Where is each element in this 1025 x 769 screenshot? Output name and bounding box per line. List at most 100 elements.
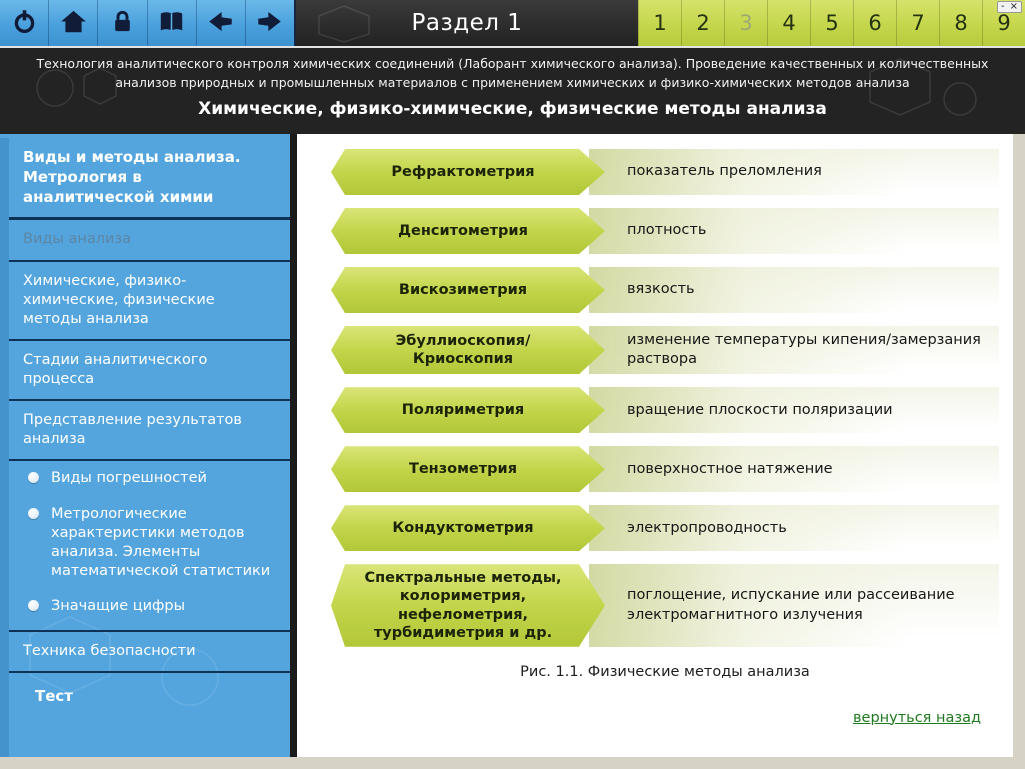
decorative-pattern bbox=[314, 4, 374, 44]
section-number[interactable]: 7 bbox=[896, 0, 939, 46]
page-header: Технология аналитического контроля химич… bbox=[0, 46, 1025, 134]
method-name: Денситометрия bbox=[398, 222, 528, 239]
power-icon bbox=[11, 8, 38, 39]
method-description-text: поверхностное натяжение bbox=[627, 460, 833, 477]
method-arrow: Денситометрия bbox=[331, 208, 605, 254]
sidebar-item-label: Метрологические характеристики методов а… bbox=[51, 505, 271, 579]
section-title: Раздел 1 bbox=[411, 10, 523, 36]
method-description-text: показатель преломления bbox=[627, 163, 822, 180]
section-number[interactable]: 2 bbox=[681, 0, 724, 46]
method-row: Денситометрия плотность bbox=[331, 208, 999, 254]
sidebar-item[interactable]: Техника безопасности bbox=[9, 630, 290, 674]
method-description-text: поглощение, испускание или рассеивание э… bbox=[627, 587, 955, 623]
section-number-label: 5 bbox=[825, 11, 839, 35]
forward-button[interactable] bbox=[246, 0, 294, 46]
method-description: изменение температуры кипения/замерзания… bbox=[589, 326, 999, 374]
section-number[interactable]: 4 bbox=[767, 0, 810, 46]
method-name: Рефрактометрия bbox=[391, 163, 535, 180]
sidebar-item[interactable]: Значащие цифры bbox=[9, 589, 290, 624]
method-description: поверхностное натяжение bbox=[589, 446, 999, 492]
home-button[interactable] bbox=[49, 0, 99, 46]
sidebar-item[interactable]: Виды и методы анализа. Метрология в анал… bbox=[9, 138, 290, 221]
method-description-text: вращение плоскости поляризации bbox=[627, 401, 893, 418]
method-arrow: Тензометрия bbox=[331, 446, 605, 492]
power-button[interactable] bbox=[0, 0, 50, 46]
close-button[interactable]: × bbox=[1009, 1, 1018, 12]
sidebar-item[interactable]: Стадии аналитического процесса bbox=[9, 341, 290, 402]
method-description-text: изменение температуры кипения/замерзания… bbox=[627, 332, 981, 368]
method-name: Кондуктометрия bbox=[392, 520, 534, 537]
method-row: Кондуктометрия электропроводность bbox=[331, 505, 999, 551]
method-row: Спектральные методы, колориметрия, нефел… bbox=[331, 564, 999, 647]
minimize-button[interactable]: - bbox=[1001, 1, 1005, 12]
sidebar-item[interactable]: Виды погрешностей bbox=[9, 461, 290, 496]
navigation-sidebar: Виды и методы анализа. Метрология в анал… bbox=[0, 134, 297, 757]
bullet-icon bbox=[28, 507, 39, 519]
method-name: Поляриметрия bbox=[401, 402, 525, 419]
method-arrow: Спектральные методы, колориметрия, нефел… bbox=[331, 564, 605, 647]
lock-button[interactable] bbox=[98, 0, 148, 46]
sidebar-item-label: Стадии аналитического процесса bbox=[23, 351, 208, 388]
back-arrow-icon bbox=[207, 8, 234, 39]
sidebar-item[interactable]: Виды анализа bbox=[9, 220, 290, 262]
figure-caption: Рис. 1.1. Физические методы анализа bbox=[520, 663, 810, 680]
bullet-icon bbox=[28, 600, 39, 612]
method-name: Эбуллиоскопия/ Криоскопия bbox=[395, 333, 531, 368]
method-description: вязкость bbox=[589, 267, 999, 313]
section-number[interactable]: 8 bbox=[939, 0, 982, 46]
methods-diagram: Рефрактометрия показатель преломления Де… bbox=[331, 149, 999, 647]
method-description: показатель преломления bbox=[589, 149, 999, 195]
lock-icon bbox=[109, 8, 136, 39]
method-name: Тензометрия bbox=[408, 461, 518, 478]
sidebar-item-label: Техника безопасности bbox=[23, 643, 196, 660]
method-description-text: электропроводность bbox=[627, 519, 787, 536]
book-button[interactable] bbox=[148, 0, 197, 46]
sidebar-item-label: Химические, физико-химические, физически… bbox=[23, 272, 215, 327]
section-number-label: 1 bbox=[653, 11, 667, 35]
method-name: Спектральные методы, колориметрия, нефел… bbox=[364, 570, 562, 641]
sidebar-item[interactable]: Метрологические характеристики методов а… bbox=[9, 497, 290, 590]
sidebar-item[interactable]: Представление результатов анализа bbox=[9, 401, 290, 462]
sidebar-item-label: Виды и методы анализа. Метрология в анал… bbox=[23, 148, 241, 206]
method-arrow: Вискозиметрия bbox=[331, 267, 605, 313]
sidebar-item-label: Представление результатов анализа bbox=[23, 412, 242, 448]
method-arrow: Кондуктометрия bbox=[331, 505, 605, 551]
sidebar-item-label: Тест bbox=[35, 687, 73, 706]
section-number-label: 4 bbox=[782, 11, 796, 35]
main-panel: Рефрактометрия показатель преломления Де… bbox=[297, 134, 1013, 757]
section-number[interactable]: 5 bbox=[810, 0, 853, 46]
method-row: Эбуллиоскопия/ Криоскопия изменение темп… bbox=[331, 326, 999, 374]
sidebar-menu: Виды и методы анализа. Метрология в анал… bbox=[0, 138, 290, 757]
section-number[interactable]: 3 bbox=[724, 0, 767, 46]
sidebar-item[interactable]: Химические, физико-химические, физически… bbox=[9, 262, 290, 341]
section-number[interactable]: 6 bbox=[853, 0, 896, 46]
section-title-bar: Раздел 1 bbox=[296, 0, 638, 46]
method-description-text: плотность bbox=[627, 222, 707, 239]
section-number[interactable]: 9 bbox=[982, 0, 1025, 46]
method-description: вращение плоскости поляризации bbox=[589, 387, 999, 433]
section-numbers: 1 2 3 4 5 6 7 8 9 bbox=[638, 0, 1025, 46]
method-row: Вискозиметрия вязкость bbox=[331, 267, 999, 313]
method-name: Вискозиметрия bbox=[398, 281, 528, 298]
section-number-label: 2 bbox=[696, 11, 710, 35]
section-number[interactable]: 1 bbox=[638, 0, 681, 46]
method-description: плотность bbox=[589, 208, 999, 254]
forward-arrow-icon bbox=[256, 8, 283, 39]
method-arrow: Эбуллиоскопия/ Криоскопия bbox=[331, 326, 605, 374]
section-number-label: 3 bbox=[739, 11, 753, 35]
sidebar-item[interactable]: Тест bbox=[9, 673, 290, 719]
method-row: Рефрактометрия показатель преломления bbox=[331, 149, 999, 195]
window-controls: -× bbox=[997, 1, 1022, 13]
back-link[interactable]: вернуться назад bbox=[852, 709, 981, 726]
bullet-icon bbox=[28, 472, 39, 484]
method-row: Тензометрия поверхностное натяжение bbox=[331, 446, 999, 492]
book-icon bbox=[158, 8, 185, 39]
page-title: Химические, физико-химические, физически… bbox=[198, 98, 827, 119]
back-button[interactable] bbox=[197, 0, 246, 46]
method-row: Поляриметрия вращение плоскости поляриза… bbox=[331, 387, 999, 433]
method-description-text: вязкость bbox=[627, 281, 695, 298]
section-number-label: 6 bbox=[868, 11, 882, 35]
course-description: Технология аналитического контроля химич… bbox=[36, 56, 989, 90]
section-number-label: 8 bbox=[954, 11, 968, 35]
